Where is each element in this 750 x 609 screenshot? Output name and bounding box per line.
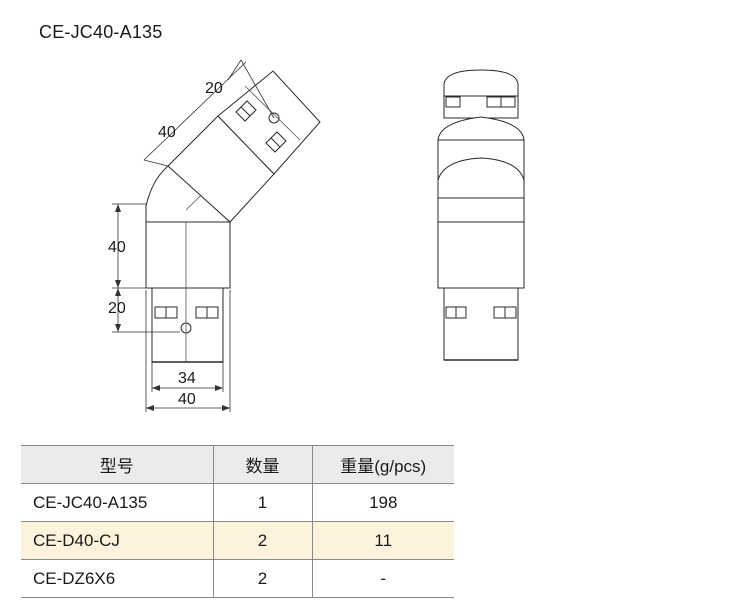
dim-label-40-left: 40 [108,239,126,256]
table-row: CE-DZ6X6 2 - [21,559,454,598]
header-model: 型号 [21,445,213,484]
upper-insert-slots [235,100,287,153]
dim-label-34: 34 [178,370,196,387]
cell-quantity: 2 [212,521,312,560]
table-row: CE-JC40-A135 1 198 [21,483,454,522]
cell-model: CE-JC40-A135 [21,483,213,522]
parts-table: 型号 数量 重量(g/pcs) CE-JC40-A135 1 198 CE-D4… [21,445,454,598]
side-view [437,69,525,361]
dimension-arrows [115,204,230,411]
table-header-row: 型号 数量 重量(g/pcs) [21,445,454,484]
dimension-lines [112,59,275,412]
cell-quantity: 2 [212,559,312,598]
cell-weight: 198 [311,483,454,522]
upper-screw-hole [268,112,280,124]
cell-weight: 11 [311,521,454,560]
header-quantity: 数量 [212,445,312,484]
cell-model: CE-DZ6X6 [21,559,213,598]
dim-label-20-left: 20 [108,300,126,317]
lower-arm-body [145,221,231,289]
cell-model: CE-D40-CJ [21,521,213,560]
header-weight: 重量(g/pcs) [311,445,454,484]
dim-label-20-top: 20 [205,80,223,97]
table-row-highlighted: CE-D40-CJ 2 11 [21,521,454,560]
cell-weight: - [311,559,454,598]
technical-drawing: 20 40 40 20 34 40 [108,59,525,412]
product-title: CE-JC40-A135 [39,22,163,42]
upper-insert [217,70,321,175]
lower-insert [151,287,224,363]
cell-quantity: 1 [212,483,312,522]
dim-label-40-bottom: 40 [178,391,196,408]
dim-label-40-angled: 40 [158,124,176,141]
lower-insert-slots [154,306,219,319]
